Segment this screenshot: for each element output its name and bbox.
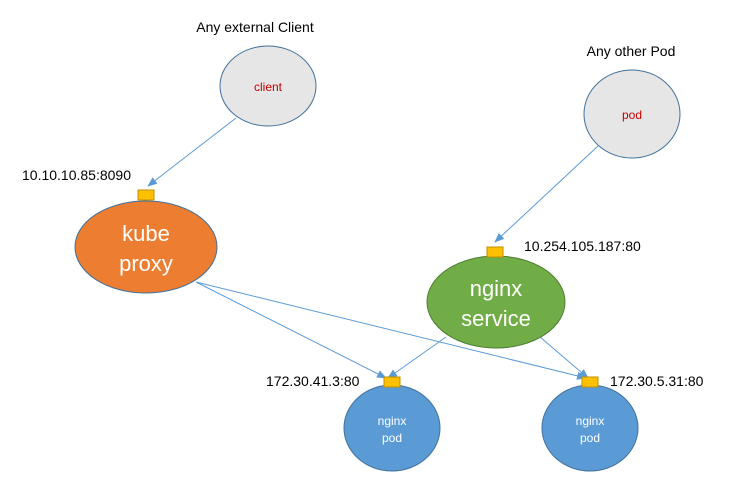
other-pod-node[interactable]: pod <box>583 69 681 159</box>
arrow-proxy-to-pod1 <box>195 281 387 379</box>
external-client-caption: Any external Client <box>196 19 314 35</box>
arrow-client-to-proxy <box>147 117 237 187</box>
kube-proxy-label-line2: proxy <box>119 251 173 276</box>
client-node[interactable]: client <box>219 45 317 127</box>
nginx-service-node[interactable]: nginx service <box>426 255 566 349</box>
kube-proxy-node[interactable]: kube proxy <box>74 200 218 294</box>
nginx-service-label-line2: service <box>461 306 531 331</box>
arrow-proxy-to-pod2 <box>195 281 587 380</box>
nginx-pod-1-label-line2: pod <box>382 431 402 445</box>
nginx-pod-1-port <box>383 376 401 388</box>
client-shape <box>219 45 317 127</box>
nginx-pod-1-label-line1: nginx <box>378 414 407 428</box>
nginx-pod-2-shape <box>541 384 639 472</box>
arrow-service-to-pod2 <box>539 336 589 379</box>
other-pod-shape <box>583 69 681 159</box>
arrow-service-to-pod1 <box>387 336 447 379</box>
kube-proxy-shape <box>74 200 218 294</box>
nginx-service-shape <box>426 255 566 349</box>
nginx-pod-1-node[interactable]: nginx pod <box>343 384 441 472</box>
connections <box>147 117 599 380</box>
kube-proxy-label-line1: kube <box>122 221 170 246</box>
other-pod-label: pod <box>622 108 642 122</box>
other-pod-caption: Any other Pod <box>587 43 676 59</box>
nginx-service-port <box>486 246 504 258</box>
nginx-pod-1-port-label: 172.30.41.3:80 <box>266 373 360 389</box>
nginx-pod-2-label-line1: nginx <box>576 414 605 428</box>
nginx-service-label-line1: nginx <box>470 276 523 301</box>
kube-proxy-port-label: 10.10.10.85:8090 <box>22 167 131 183</box>
arrow-pod-to-service <box>494 145 599 243</box>
kube-proxy-port <box>137 189 155 201</box>
nginx-pod-2-port-label: 172.30.5.31:80 <box>610 373 704 389</box>
nginx-pod-2-label-line2: pod <box>580 431 600 445</box>
client-label: client <box>254 80 283 94</box>
nginx-service-port-label: 10.254.105.187:80 <box>524 238 641 254</box>
nginx-pod-2-node[interactable]: nginx pod <box>541 384 639 472</box>
nginx-pod-1-shape <box>343 384 441 472</box>
nginx-pod-2-port <box>581 376 599 388</box>
